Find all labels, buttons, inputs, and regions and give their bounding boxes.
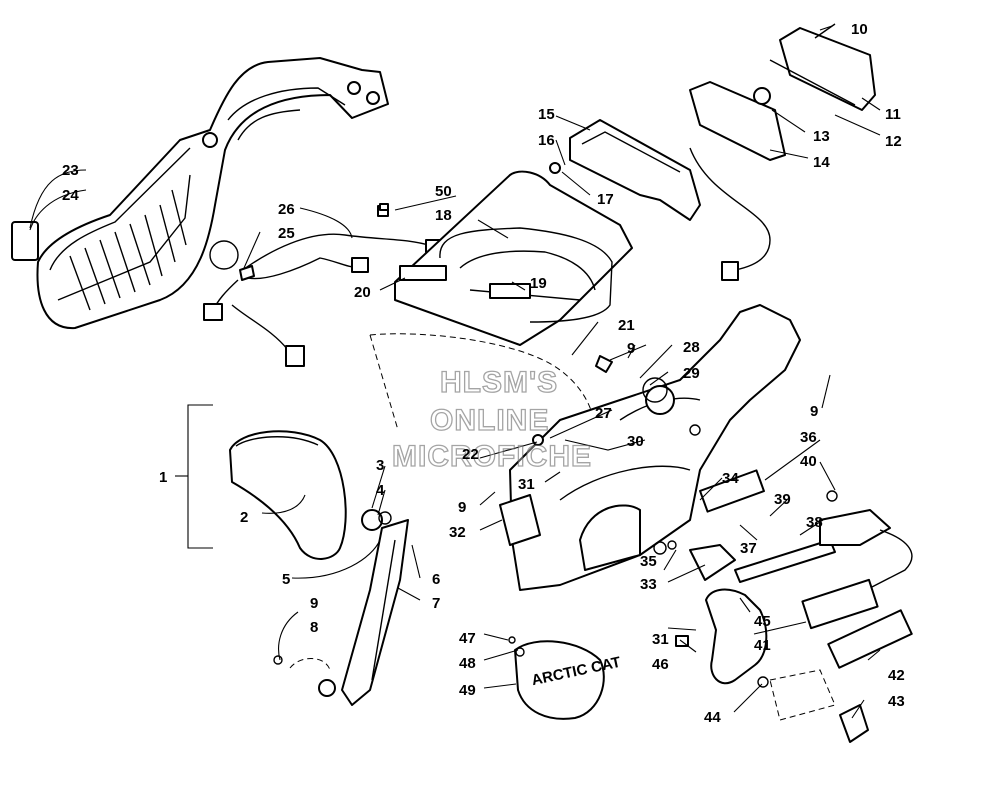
callout-36: 36 [800, 429, 817, 446]
callout-8: 8 [310, 619, 318, 636]
callout-41: 41 [754, 637, 771, 654]
foot-bar [705, 578, 913, 743]
callout-9-upper: 9 [627, 340, 635, 357]
callout-49: 49 [459, 682, 476, 699]
pad-part [489, 283, 531, 299]
callout-7: 7 [432, 595, 440, 612]
callout-24: 24 [62, 187, 79, 204]
leader-lines [29, 25, 881, 719]
callout-16: 16 [538, 132, 555, 149]
washer-part [209, 240, 239, 270]
callout-9-left: 9 [310, 595, 318, 612]
watermark-line-1: HLSM'S [440, 366, 558, 399]
callout-18: 18 [435, 207, 452, 224]
callout-28: 28 [683, 339, 700, 356]
callout-4: 4 [376, 482, 385, 499]
seat-pad [229, 430, 392, 560]
callout-21: 21 [618, 317, 635, 334]
callout-31-lower: 31 [652, 631, 669, 648]
callout-47: 47 [459, 630, 476, 647]
callout-32: 32 [449, 524, 466, 541]
callout-3: 3 [376, 457, 384, 474]
callout-31-upper: 31 [518, 476, 535, 493]
callout-37: 37 [740, 540, 757, 557]
connector-part [285, 345, 305, 367]
callout-35: 35 [640, 553, 657, 570]
callout-13: 13 [813, 128, 830, 145]
callout-23: 23 [62, 162, 79, 179]
callout-14: 14 [813, 154, 830, 171]
connector-part [721, 261, 739, 281]
watermark-line-2: ONLINE [430, 404, 549, 437]
callout-22: 22 [462, 446, 479, 463]
callout-11: 11 [885, 106, 901, 123]
callout-34: 34 [722, 470, 739, 487]
callout-15: 15 [538, 106, 555, 123]
callout-2: 2 [240, 509, 248, 526]
callout-20: 20 [354, 284, 371, 301]
callout-12: 12 [885, 133, 902, 150]
callout-29: 29 [683, 365, 700, 382]
watermark: HLSM'S ONLINE MICROFICHE [391, 365, 592, 473]
wiring-harness [203, 233, 441, 367]
callout-43: 43 [888, 693, 905, 710]
callout-26: 26 [278, 201, 295, 218]
rear-frame [499, 304, 801, 591]
callout-42: 42 [888, 667, 905, 684]
callout-1: 1 [159, 469, 167, 486]
callout-46: 46 [652, 656, 669, 673]
callout-19: 19 [530, 275, 547, 292]
storage-compartment [11, 57, 389, 330]
callout-39: 39 [774, 491, 791, 508]
backrest-arm [273, 519, 409, 706]
callout-30: 30 [627, 433, 644, 450]
watermark-line-3: MICROFICHE [392, 440, 592, 473]
callout-48: 48 [459, 655, 476, 672]
pad-part [399, 265, 447, 281]
callout-45: 45 [754, 613, 771, 630]
callouts: 10 11 12 13 14 15 16 17 18 50 19 20 21 2… [62, 21, 905, 726]
callout-44: 44 [704, 709, 721, 726]
callout-10: 10 [851, 21, 868, 38]
rack-bracket [369, 170, 633, 471]
callout-50: 50 [435, 183, 452, 200]
assembly-bracket [187, 404, 213, 549]
latch-part [11, 221, 39, 261]
callout-25: 25 [278, 225, 295, 242]
grab-handle [549, 119, 701, 221]
cover-decal: ARCTIC CAT [508, 636, 622, 720]
plate-part [699, 469, 765, 513]
callout-6: 6 [432, 571, 440, 588]
callout-5: 5 [282, 571, 290, 588]
callout-38: 38 [806, 514, 823, 531]
grip-part [827, 609, 913, 669]
callout-9-mid: 9 [458, 499, 466, 516]
linkage [699, 469, 913, 589]
callout-17: 17 [597, 191, 614, 208]
taillight [689, 23, 876, 281]
callout-40: 40 [800, 453, 817, 470]
callout-33: 33 [640, 576, 657, 593]
tread-part [801, 578, 879, 630]
callout-27: 27 [595, 405, 612, 422]
connector-part [203, 303, 223, 321]
connector-part [351, 257, 369, 273]
compartment-ribs [69, 189, 187, 311]
callout-9-right: 9 [810, 403, 818, 420]
